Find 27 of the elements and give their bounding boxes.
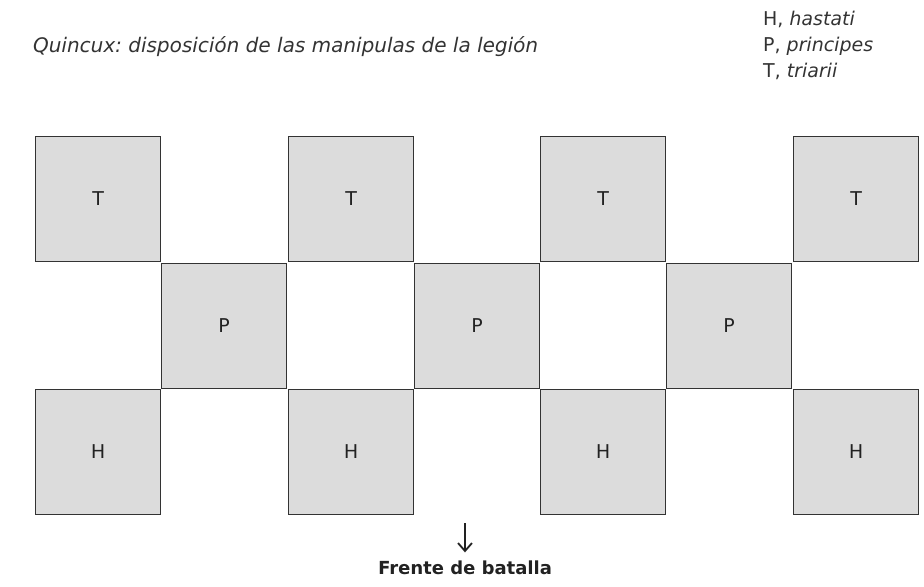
unit-letter: T	[92, 188, 104, 210]
maniple-square	[35, 389, 161, 515]
unit-letter: H	[90, 441, 106, 463]
maniple-square	[793, 389, 919, 515]
maniple-square	[414, 263, 540, 389]
maniple-square	[793, 136, 919, 262]
legend-entry: P, principes	[763, 34, 874, 56]
unit-letter: P	[723, 315, 735, 337]
unit-letter: T	[597, 188, 609, 210]
unit-letter: H	[344, 441, 358, 463]
unit-letter: T	[345, 188, 357, 210]
maniple-square	[288, 389, 414, 515]
unit-letter: T	[850, 188, 862, 210]
maniple-square	[288, 136, 414, 262]
maniple-square	[540, 136, 666, 262]
unit-letter: P	[471, 315, 483, 337]
maniple-square	[161, 263, 287, 389]
maniple-square	[540, 389, 666, 515]
unit-letter: H	[596, 441, 610, 463]
legend-entry: H, hastati	[763, 8, 855, 30]
unit-letter: P	[218, 315, 230, 337]
title: Quincux: disposición de las manipulas de la legión	[33, 33, 538, 57]
legend-entry: T, triarii	[763, 60, 838, 82]
battle-front-label: Frente de batalla	[377, 558, 553, 579]
unit-letter: H	[848, 441, 864, 463]
maniple-square	[666, 263, 792, 389]
maniple-square	[35, 136, 161, 262]
